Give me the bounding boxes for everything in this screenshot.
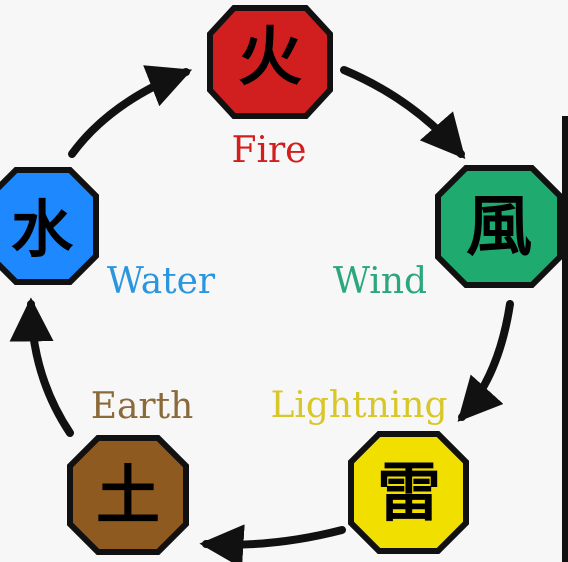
arrow-fire-to-wind <box>340 66 466 159</box>
water-label: Water <box>107 261 216 302</box>
wind-kanji: 風 <box>466 187 532 265</box>
fire-octagon <box>207 5 333 119</box>
arrow-lightning-to-earth <box>199 524 346 562</box>
fire-label: Fire <box>231 130 306 171</box>
lightning-label: Lightning <box>270 385 447 426</box>
lightning-kanji: 雷 <box>377 456 441 531</box>
water-octagon <box>0 167 99 285</box>
lightning-node: 雷 <box>348 431 469 554</box>
wind-label: Wind <box>333 261 427 302</box>
lightning-octagon <box>348 431 469 554</box>
fire-kanji: 火 <box>238 20 302 95</box>
earth-node: 土 <box>67 435 189 555</box>
earth-label: Earth <box>91 386 194 427</box>
water-kanji: 水 <box>11 193 74 266</box>
arrow-water-to-fire <box>68 65 193 158</box>
right-edge-bar <box>562 116 568 562</box>
wind-octagon <box>435 165 563 288</box>
earth-octagon <box>67 435 189 555</box>
fire-node: 火 <box>207 5 333 119</box>
arrow-earth-to-water <box>9 297 74 437</box>
wind-node: 風 <box>435 165 563 288</box>
water-node: 水 <box>0 167 99 285</box>
earth-kanji: 土 <box>96 459 160 534</box>
arrow-wind-to-lightning <box>457 300 514 422</box>
